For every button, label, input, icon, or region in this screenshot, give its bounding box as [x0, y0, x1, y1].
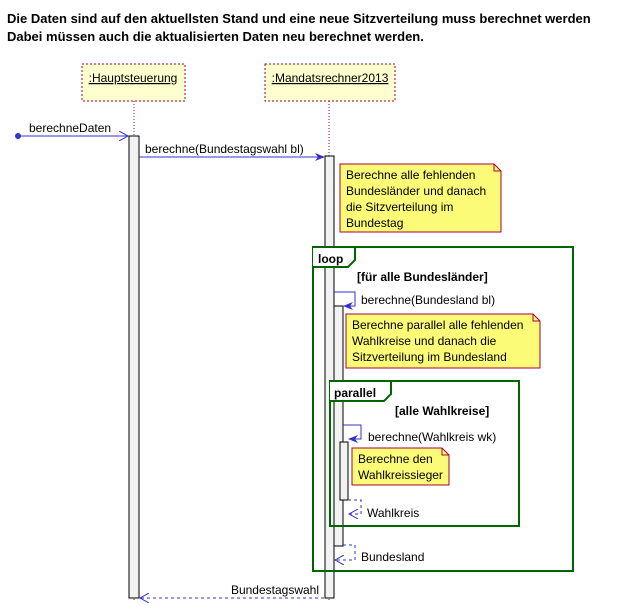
return-bundesland-arrow	[335, 544, 356, 560]
note-bundestag: Berechne alle fehlenden Bundesländer und…	[339, 163, 502, 233]
message-berechne-bundesland-arrow	[334, 291, 356, 310]
message-berechne-wahlkreis-arrow	[343, 424, 362, 443]
fragment-loop: loop [für alle Bundesländer]	[312, 246, 574, 572]
note-bundesland-line1: Berechne parallel alle fehlenden	[352, 318, 523, 332]
diagram-title-line1: Die Daten sind auf den aktuellsten Stand…	[7, 11, 591, 26]
participant-mandatsrechner[interactable]: :Mandatsrechner2013	[264, 63, 396, 102]
fragment-loop-guard: [für alle Bundesländer]	[357, 270, 488, 284]
return-wahlkreis-arrow	[348, 499, 362, 514]
activation-wahlkreis	[339, 441, 349, 501]
diagram-title-line2: Dabei müssen auch die aktualisierten Dat…	[7, 29, 424, 44]
note-wahlkreis: Berechne den Wahlkreissieger	[351, 447, 450, 486]
activation-bundesland	[333, 305, 344, 547]
return-wahlkreis: Wahlkreis	[367, 506, 419, 520]
participant-mandatsrechner-label: :Mandatsrechner2013	[272, 71, 389, 85]
return-bundestagswahl: Bundestagswahl	[231, 583, 319, 597]
participant-hauptsteuerung[interactable]: :Hauptsteuerung	[81, 63, 186, 102]
note-bundesland-line3: Sitzverteilung im Bundesland	[352, 350, 507, 364]
note-bundestag-line3: die Sitzverteilung im	[346, 200, 453, 214]
fragment-parallel-guard: [alle Wahlkreise]	[395, 404, 489, 418]
note-bundesland-line2: Wahlkreise und danach die	[352, 334, 497, 348]
message-berechne-daten: berechneDaten	[29, 121, 111, 135]
note-wahlkreis-line2: Wahlkreissieger	[358, 468, 443, 482]
found-message-dot	[15, 133, 21, 139]
note-bundestag-line1: Berechne alle fehlenden	[346, 168, 475, 182]
fragment-loop-keyword: loop	[318, 252, 343, 266]
return-bundesland: Bundesland	[361, 550, 424, 564]
fragment-parallel-keyword: parallel	[334, 386, 376, 400]
message-berechne-bundesland: berechne(Bundesland bl)	[361, 293, 495, 307]
note-bundestag-line4: Bundestag	[346, 216, 403, 230]
message-berechne-wahlkreis: berechne(Wahlkreis wk)	[368, 430, 496, 444]
note-wahlkreis-line1: Berechne den	[358, 452, 433, 466]
participant-hauptsteuerung-label: :Hauptsteuerung	[89, 71, 178, 85]
note-bundestag-line2: Bundesländer und danach	[346, 184, 486, 198]
activation-mandatsrechner	[324, 155, 335, 599]
note-bundesland: Berechne parallel alle fehlenden Wahlkre…	[345, 313, 541, 369]
fragment-parallel: parallel [alle Wahlkreise]	[329, 380, 520, 527]
message-berechne-bundestagswahl: berechne(Bundestagswahl bl)	[145, 142, 304, 156]
activation-hauptsteuerung	[128, 135, 140, 599]
